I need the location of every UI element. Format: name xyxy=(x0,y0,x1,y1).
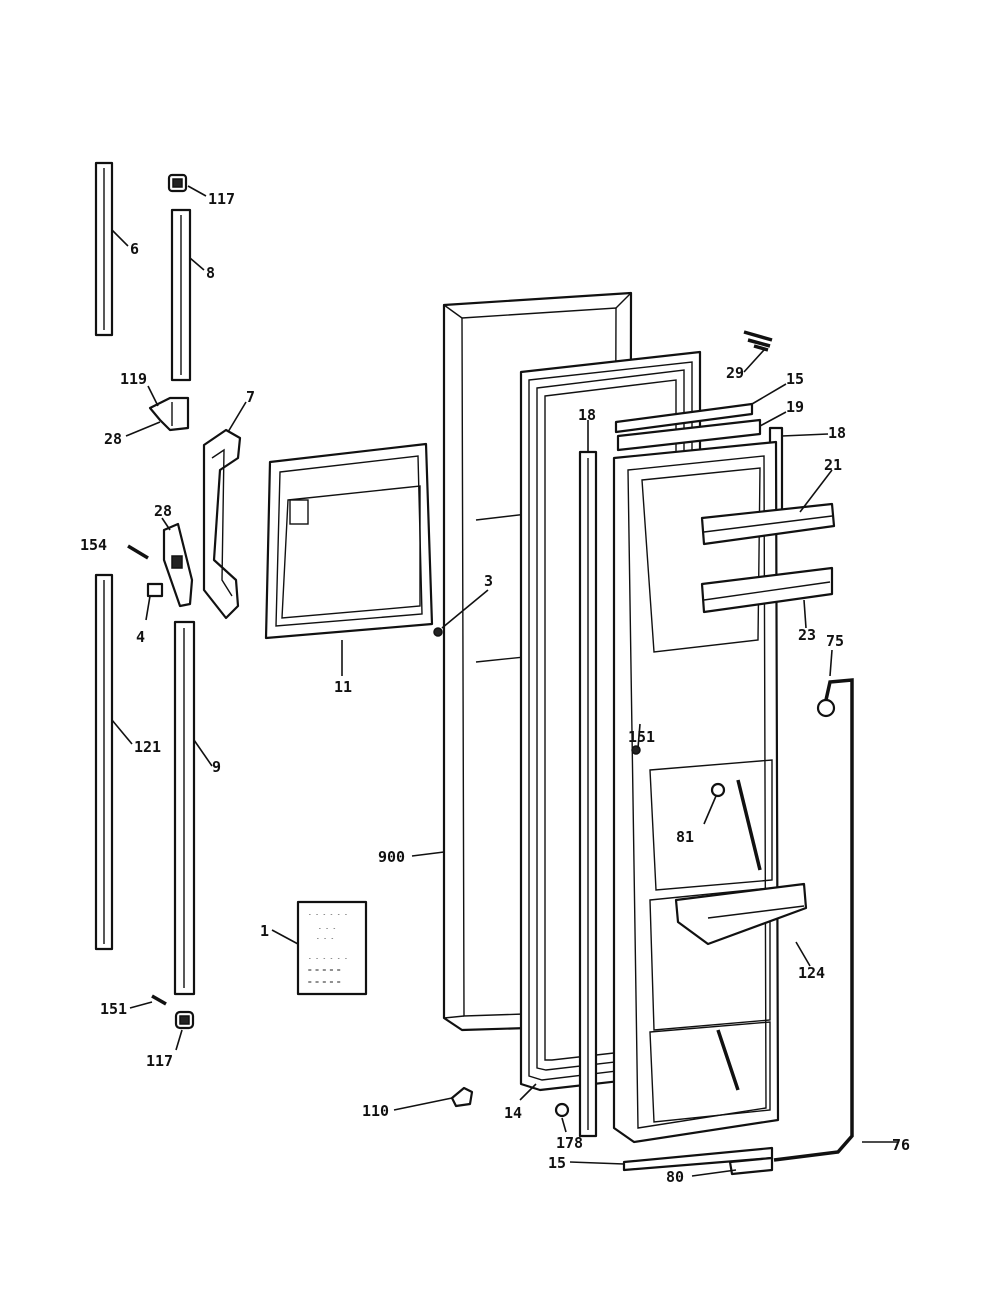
callout-121: 121 xyxy=(134,738,161,756)
callout-6: 6 xyxy=(130,240,139,258)
callout-15-top: 15 xyxy=(786,370,804,388)
svg-text:- - - - - -: - - - - - - xyxy=(308,911,348,918)
part-117-bottom-bushing xyxy=(174,1010,195,1030)
leader-lines xyxy=(111,185,898,1177)
callout-labels: 117 6 8 119 28 7 28 154 4 121 9 11 3 1 1… xyxy=(80,190,910,1186)
part-121-trim-strip xyxy=(94,573,114,951)
svg-text:= = = = =: = = = = = xyxy=(308,967,341,974)
callout-18-left: 18 xyxy=(578,406,596,424)
part-1-instruction-card: - - - - - - - - - - - - - - - - - - = = … xyxy=(296,900,368,996)
callout-19: 19 xyxy=(786,398,804,416)
callout-81: 81 xyxy=(676,828,694,846)
callout-11: 11 xyxy=(334,678,352,696)
callout-14: 14 xyxy=(504,1104,522,1122)
part-28-hinge-block xyxy=(162,522,194,608)
part-124-bin xyxy=(674,882,808,946)
part-154-screw xyxy=(127,544,149,560)
callout-1: 1 xyxy=(260,922,269,940)
part-18-breaker-strip xyxy=(578,450,598,1138)
callout-7: 7 xyxy=(246,388,255,406)
callout-110: 110 xyxy=(362,1102,389,1120)
part-21-shelf xyxy=(700,502,836,546)
callout-18-right: 18 xyxy=(828,424,846,442)
callout-28-mid: 28 xyxy=(154,502,172,520)
callout-76: 76 xyxy=(892,1136,910,1154)
part-119-28-hinge-bracket xyxy=(148,396,190,432)
callout-4: 4 xyxy=(136,628,145,646)
callout-28-left: 28 xyxy=(104,430,122,448)
callout-23: 23 xyxy=(798,626,816,644)
svg-text:- - -: - - - xyxy=(316,935,334,942)
part-11-dispenser-panel xyxy=(264,442,434,640)
part-80-cover xyxy=(728,1156,774,1176)
callout-119: 119 xyxy=(120,370,147,388)
part-81-plug xyxy=(710,782,726,798)
callout-124: 124 xyxy=(798,964,825,982)
callout-151-left: 151 xyxy=(100,1000,127,1018)
part-7-door-handle xyxy=(202,428,242,620)
part-75-76-water-tube xyxy=(773,678,854,1162)
callout-178: 178 xyxy=(556,1134,583,1152)
part-151-screw-left xyxy=(151,994,167,1006)
svg-text:= = = = =: = = = = = xyxy=(308,979,341,986)
callout-117-bottom: 117 xyxy=(146,1052,173,1070)
callout-75: 75 xyxy=(826,632,844,650)
callout-9: 9 xyxy=(212,758,221,776)
callout-29: 29 xyxy=(726,364,744,382)
part-23-shelf xyxy=(700,566,834,614)
svg-text:- - - - - -: - - - - - - xyxy=(308,955,348,962)
part-15-top-cap xyxy=(614,402,754,434)
svg-text:- - -: - - - xyxy=(318,925,336,932)
callout-21: 21 xyxy=(824,456,842,474)
part-178-plug xyxy=(554,1102,570,1118)
callout-3: 3 xyxy=(484,572,493,590)
callout-8: 8 xyxy=(206,264,215,282)
callout-154: 154 xyxy=(80,536,107,554)
part-3-screw xyxy=(433,627,443,637)
callout-117-top: 117 xyxy=(208,190,235,208)
part-110-cap xyxy=(450,1086,474,1108)
part-9-hinge-strip xyxy=(173,620,196,996)
part-6-trim-strip xyxy=(94,161,114,337)
callout-151-right: 151 xyxy=(628,728,655,746)
part-8-hinge-strip xyxy=(170,208,192,382)
callout-15-bottom: 15 xyxy=(548,1154,566,1172)
callout-900: 900 xyxy=(378,848,405,866)
callout-80: 80 xyxy=(666,1168,684,1186)
part-29-hardware xyxy=(743,330,773,352)
part-4-clip xyxy=(146,582,164,598)
part-19-top-rail xyxy=(616,418,762,452)
part-117-top-bushing xyxy=(167,173,188,193)
door-inner-liner xyxy=(612,440,780,1144)
